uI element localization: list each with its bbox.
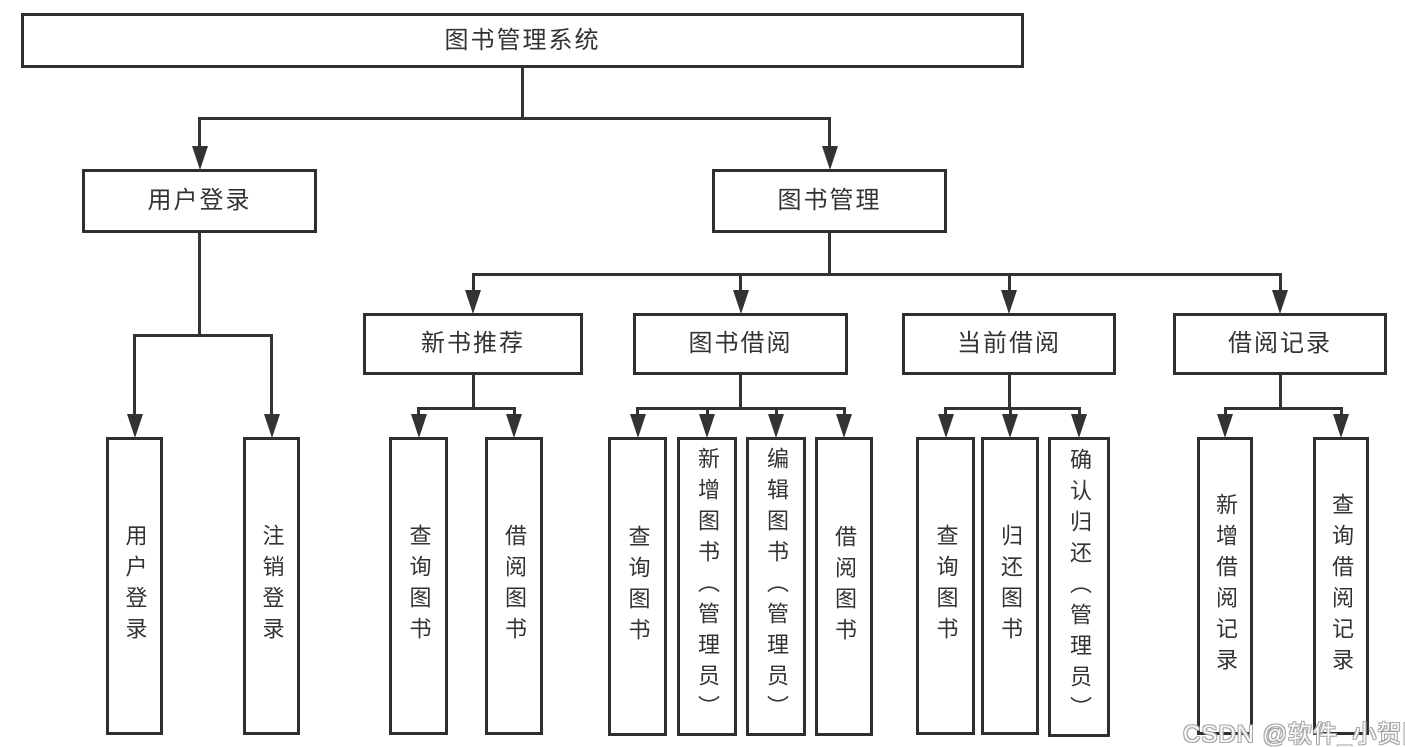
arrow-down-icon (465, 290, 481, 314)
connector-line-vertical (198, 118, 201, 163)
arrow-down-icon (506, 414, 522, 438)
node-leaf-user-login: 用户登录 (106, 437, 163, 735)
node-label: 新书推荐 (421, 330, 525, 357)
arrow-down-icon (1333, 414, 1349, 438)
connector-line-vertical (521, 68, 524, 118)
connector-line-vertical (828, 233, 831, 274)
node-label: 图书管理 (777, 187, 882, 214)
connector-line-horizontal (471, 272, 1282, 276)
arrow-down-icon (699, 414, 715, 438)
node-label: 新增借阅记录 (1213, 493, 1238, 679)
arrow-down-icon (1001, 290, 1017, 314)
node-leaf-nbr-query: 查询图书 (389, 437, 448, 735)
node-label: 借阅图书 (502, 524, 527, 648)
node-label: 归还图书 (998, 524, 1023, 648)
connector-line-vertical (1278, 375, 1282, 408)
arrow-down-icon (1217, 414, 1233, 438)
arrow-down-icon (410, 414, 427, 438)
arrow-down-icon (768, 414, 784, 438)
connector-line-vertical (471, 375, 475, 408)
arrow-down-icon (937, 414, 954, 438)
node-label: 确认归还（管理员） (1067, 447, 1092, 727)
node-label: 查询图书 (933, 524, 959, 648)
node-book-mgmt: 图书管理 (712, 169, 947, 233)
node-leaf-bb-add: 新增图书（管理员） (677, 437, 737, 736)
connector-line-horizontal (1223, 406, 1343, 410)
node-label: 当前借阅 (957, 330, 1061, 357)
arrow-down-icon (126, 414, 143, 438)
connector-line-horizontal (417, 406, 516, 410)
node-leaf-cb-confirm: 确认归还（管理员） (1048, 437, 1110, 737)
arrow-down-icon (1071, 414, 1087, 438)
node-label: 编辑图书（管理员） (764, 447, 789, 726)
node-current-borrow: 当前借阅 (902, 313, 1116, 375)
node-new-book-rec: 新书推荐 (363, 313, 583, 375)
node-leaf-cb-query: 查询图书 (916, 437, 975, 735)
connector-line-vertical (198, 233, 201, 335)
connector-line-horizontal (198, 116, 831, 120)
node-leaf-nbr-borrow: 借阅图书 (485, 437, 543, 735)
node-label: 注销登录 (259, 524, 285, 648)
arrow-down-icon (821, 146, 838, 170)
arrow-down-icon (732, 290, 749, 314)
node-root: 图书管理系统 (21, 13, 1024, 68)
node-label: 图书管理系统 (444, 26, 601, 54)
node-leaf-cb-return: 归还图书 (981, 437, 1039, 735)
node-leaf-bb-borrow: 借阅图书 (815, 437, 873, 736)
node-label: 借阅记录 (1228, 330, 1332, 357)
arrow-down-icon (629, 414, 646, 438)
node-label: 用户登录 (122, 524, 148, 648)
node-label: 新增图书（管理员） (695, 447, 720, 726)
node-label: 借阅图书 (832, 524, 857, 649)
node-label: 图书借阅 (688, 330, 793, 357)
arrow-down-icon (836, 414, 852, 438)
node-leaf-br-query: 查询借阅记录 (1313, 437, 1369, 735)
node-label: 查询借阅记录 (1329, 493, 1354, 679)
arrow-down-icon (263, 414, 280, 438)
connector-line-vertical (270, 335, 273, 431)
node-label: 用户登录 (147, 187, 252, 214)
node-leaf-bb-edit: 编辑图书（管理员） (746, 437, 806, 736)
connector-line-horizontal (944, 406, 1081, 410)
node-label: 查询图书 (625, 524, 651, 649)
arrow-down-icon (1002, 414, 1018, 438)
csdn-watermark: CSDN @软件_小贺同学 (1183, 721, 1405, 747)
node-label: 查询图书 (406, 524, 432, 648)
connector-line-vertical (739, 375, 742, 408)
node-user-login: 用户登录 (82, 169, 317, 233)
node-leaf-logout: 注销登录 (243, 437, 300, 735)
connector-line-horizontal (133, 333, 273, 337)
node-borrow-records: 借阅记录 (1173, 313, 1387, 375)
node-book-borrow: 图书借阅 (633, 313, 848, 375)
connector-line-vertical (133, 335, 136, 431)
connector-line-vertical (828, 118, 831, 163)
arrow-down-icon (191, 146, 208, 170)
connector-line-vertical (1007, 375, 1011, 408)
arrow-down-icon (1272, 290, 1288, 314)
node-leaf-br-add: 新增借阅记录 (1197, 437, 1253, 735)
connector-line-horizontal (636, 406, 846, 410)
node-leaf-bb-query: 查询图书 (608, 437, 667, 736)
